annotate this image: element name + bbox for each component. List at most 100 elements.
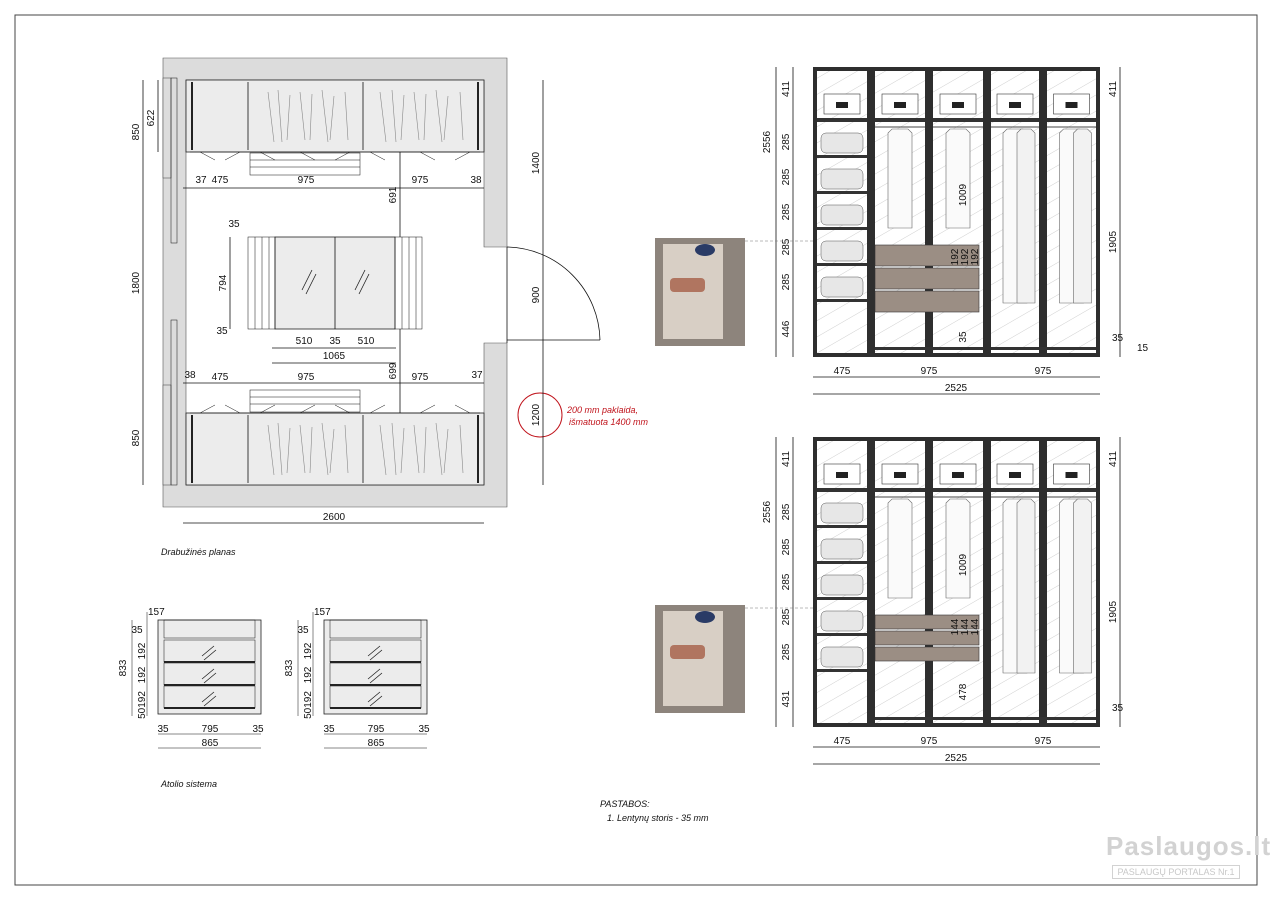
elevation-width-2: 975 [1035,736,1052,747]
atelier-unit-0: 157 35 833 192 192 50192 35 795 35 865 [118,607,264,749]
reference-photo-item [670,645,705,659]
folded-clothes [820,646,864,668]
elevation-top-shelf [933,488,983,492]
elevation-width-0: 475 [834,736,851,747]
elevation-column-frame [987,67,1043,357]
notes: PASTABOS: 1. Lentynų storis - 35 mm [600,799,709,823]
reference-photo-item [670,278,705,292]
atelier-1-d192b: 192 [303,666,314,683]
elevation-right-dim-2: 35 [1112,703,1124,714]
note-red-1: išmatuota 1400 mm [569,417,649,427]
elevation-top-shelf [1047,118,1096,122]
elevation-width-0: 475 [834,366,851,377]
elevation-1: 2556411285285285285285431411190535100914… [655,437,1124,765]
shelf [817,597,867,600]
elevation-width-1: 975 [921,366,938,377]
atelier-1-d192a: 192 [303,642,314,659]
hanging-garment [945,128,971,229]
elevation-column-frame [1043,67,1100,357]
folded-clothes [820,204,864,226]
storage-box-handle [1009,102,1021,108]
elevation-right-dim-0: 411 [1108,81,1119,97]
elevation-top-shelf [817,488,867,492]
hanging-garment [1073,128,1092,304]
elevation-top-shelf [991,118,1039,122]
elevation-left-dim-0: 411 [781,451,792,467]
elevation-drawer-dim-1: 192 [960,248,971,265]
folded-clothes [820,132,864,154]
watermark: Paslaugos.lt PASLAUGŲ PORTALAS Nr.1 [1106,831,1272,880]
drawer [874,244,980,267]
atelier-0-d192b: 192 [137,666,148,683]
atelier-1-height: 833 [284,659,295,676]
elevation-width-1: 975 [921,736,938,747]
dim-top-1: 475 [212,175,229,186]
dim-bottom-3: 975 [412,372,429,383]
dim-top-3: 975 [412,175,429,186]
dim-left-0: 850 [131,123,142,140]
shelf [817,561,867,564]
shelf [817,299,867,302]
dim-total-width: 2600 [323,512,346,523]
storage-box-handle [952,102,964,108]
hanging-garment [1073,498,1092,674]
atelier-1-total: 865 [368,738,385,749]
atelier-system: 157 35 833 192 192 50192 35 795 35 865 [118,607,430,789]
plan-dimension-texts: 37 475 975 975 38 38 475 975 975 37 850 … [131,109,649,557]
folded-clothes [820,574,864,596]
dim-island-side: 35 [228,219,240,230]
elevation-left-dim-1: 285 [781,133,792,150]
dim-bottom-1: 475 [212,372,229,383]
elevation-drawer-dim-2: 144 [970,618,981,635]
hanging-garment [887,498,913,599]
atelier-unit-1: 157 35 833 192 192 50192 35 795 35 865 [284,607,430,749]
elevation-top-shelf [875,488,925,492]
drawer [874,614,980,630]
dim-top-0: 37 [195,175,207,186]
drawer [874,630,980,646]
elevation-top-shelf [933,118,983,122]
sheet-border [14,14,1258,886]
elevation-right-dim-1: 1905 [1108,600,1119,623]
elevation-inner: 1009 [958,183,969,206]
shoe-shelf [875,717,983,720]
elevation-left-dim-6: 446 [781,320,792,337]
watermark-main: Paslaugos.lt [1106,831,1272,861]
elevation-total: 2525 [945,383,968,394]
elevation-total: 2525 [945,753,968,764]
elevation-inner: 1009 [958,553,969,576]
elevation-top-shelf [991,488,1039,492]
drawer [874,646,980,662]
elevation-left-dim-4: 285 [781,238,792,255]
watermark-sub: PASLAUGŲ PORTALAS Nr.1 [1112,865,1240,879]
note-red-0: 200 mm paklaida, [566,405,638,415]
shelf [817,227,867,230]
reference-photo-item [695,244,715,256]
atelier-1-top: 157 [314,607,331,618]
folded-clothes [820,240,864,262]
elevation-left-dim-0: 411 [781,81,792,97]
dim-island-depth: 794 [218,274,229,291]
atelier-1-d35: 35 [297,625,309,636]
shelf [817,155,867,158]
elevation-left-dim-3: 285 [781,573,792,590]
elevation-drawer-bottom: 478 [958,683,969,700]
storage-box-handle [1065,102,1078,108]
elevation-left-dim-2: 285 [781,538,792,555]
folded-clothes [820,168,864,190]
atelier-1-right: 35 [418,724,430,735]
elevation-left-dim-2: 285 [781,168,792,185]
elevation-left-dim-5: 285 [781,273,792,290]
shelf [817,669,867,672]
hanging-garment [1016,128,1036,304]
atelier-0-height: 833 [118,659,129,676]
hanging-garment [1016,498,1036,674]
elevation-column-frame [813,67,871,357]
elevation-width-2: 975 [1035,366,1052,377]
storage-box-handle [894,102,906,108]
elevation-left-dim-5: 285 [781,643,792,660]
elevation-column-frame [929,437,987,727]
storage-box-handle [894,472,906,478]
shelf [817,191,867,194]
